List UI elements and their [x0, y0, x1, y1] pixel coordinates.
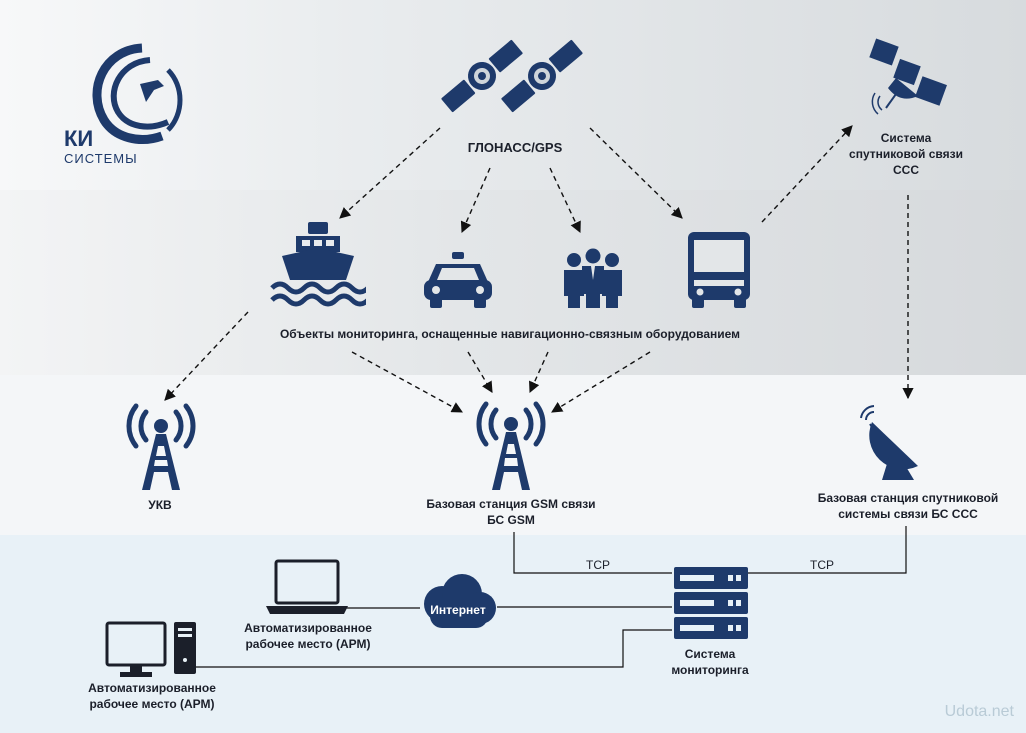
internet-label: Интернет — [430, 603, 486, 617]
satcom-system-label-2: спутниковой связи — [849, 147, 963, 161]
satcom-satellite-icon — [869, 38, 947, 115]
ukv-tower-icon — [126, 403, 196, 490]
satcom-system-label-3: ССС — [893, 163, 919, 177]
arrow-sat-to-ship — [339, 127, 441, 219]
arm-laptop-label-1: Автоматизированное — [244, 621, 372, 635]
monitoring-system-label-1: Система — [684, 647, 736, 661]
arrow-sat-to-car — [460, 167, 491, 234]
gsm-tower-icon — [476, 401, 546, 490]
tcp-label-right: TCP — [810, 558, 834, 572]
arm-laptop-label-2: рабочее место (АРМ) — [245, 637, 371, 651]
satellite-dish-icon — [860, 405, 918, 480]
band-objects — [0, 190, 1026, 375]
logo-subtitle: СИСТЕМЫ — [64, 151, 138, 166]
line-gsm-to-server — [513, 532, 672, 574]
arrow-objects-to-ukv — [164, 311, 249, 401]
internet-cloud-icon — [424, 574, 496, 628]
arrow-sat-to-people — [549, 167, 581, 234]
tcp-label-left: TCP — [586, 558, 610, 572]
car-icon — [424, 252, 492, 308]
arrow-objects-to-gsm-4 — [551, 351, 651, 413]
server-icon — [674, 567, 748, 639]
arrow-objects-to-gsm-3 — [529, 351, 549, 394]
gsm-station-label-1: Базовая станция GSM связи — [426, 497, 596, 511]
line-desktop-to-server — [196, 629, 672, 668]
laptop-icon — [266, 559, 348, 614]
arrow-bus-to-satcom — [761, 125, 853, 223]
sat-station-label-1: Базовая станция спутниковой — [817, 491, 999, 505]
arm-desktop-label-2: рабочее место (АРМ) — [89, 697, 215, 711]
ukv-label: УКВ — [148, 498, 172, 512]
arrow-objects-to-gsm-1 — [351, 351, 463, 413]
people-icon — [564, 248, 622, 308]
arrow-sat-to-bus — [589, 127, 683, 219]
line-satstation-to-server — [748, 526, 907, 574]
logo-brand: КИ — [64, 126, 94, 151]
watermark: Udota.net — [944, 703, 1014, 720]
satcom-system-label-1: Система — [880, 131, 932, 145]
logo-eagle-icon — [92, 43, 183, 144]
arm-desktop-label-1: Автоматизированное — [88, 681, 216, 695]
arrow-objects-to-gsm-2 — [467, 351, 493, 393]
glonass-satellites-icon — [441, 39, 583, 113]
sat-station-label-2: системы связи БС ССС — [838, 507, 978, 521]
monitoring-system-label-2: мониторинга — [671, 663, 749, 677]
monitoring-objects-label: Объекты мониторинга, оснащенные навигаци… — [279, 327, 741, 341]
glonass-label: ГЛОНАСС/GPS — [467, 140, 563, 155]
band-bottom — [0, 535, 1026, 733]
ship-icon — [270, 222, 366, 307]
gsm-station-label-2: БС GSM — [487, 513, 535, 527]
bus-icon — [688, 232, 750, 308]
desktop-computer-icon — [105, 621, 196, 677]
